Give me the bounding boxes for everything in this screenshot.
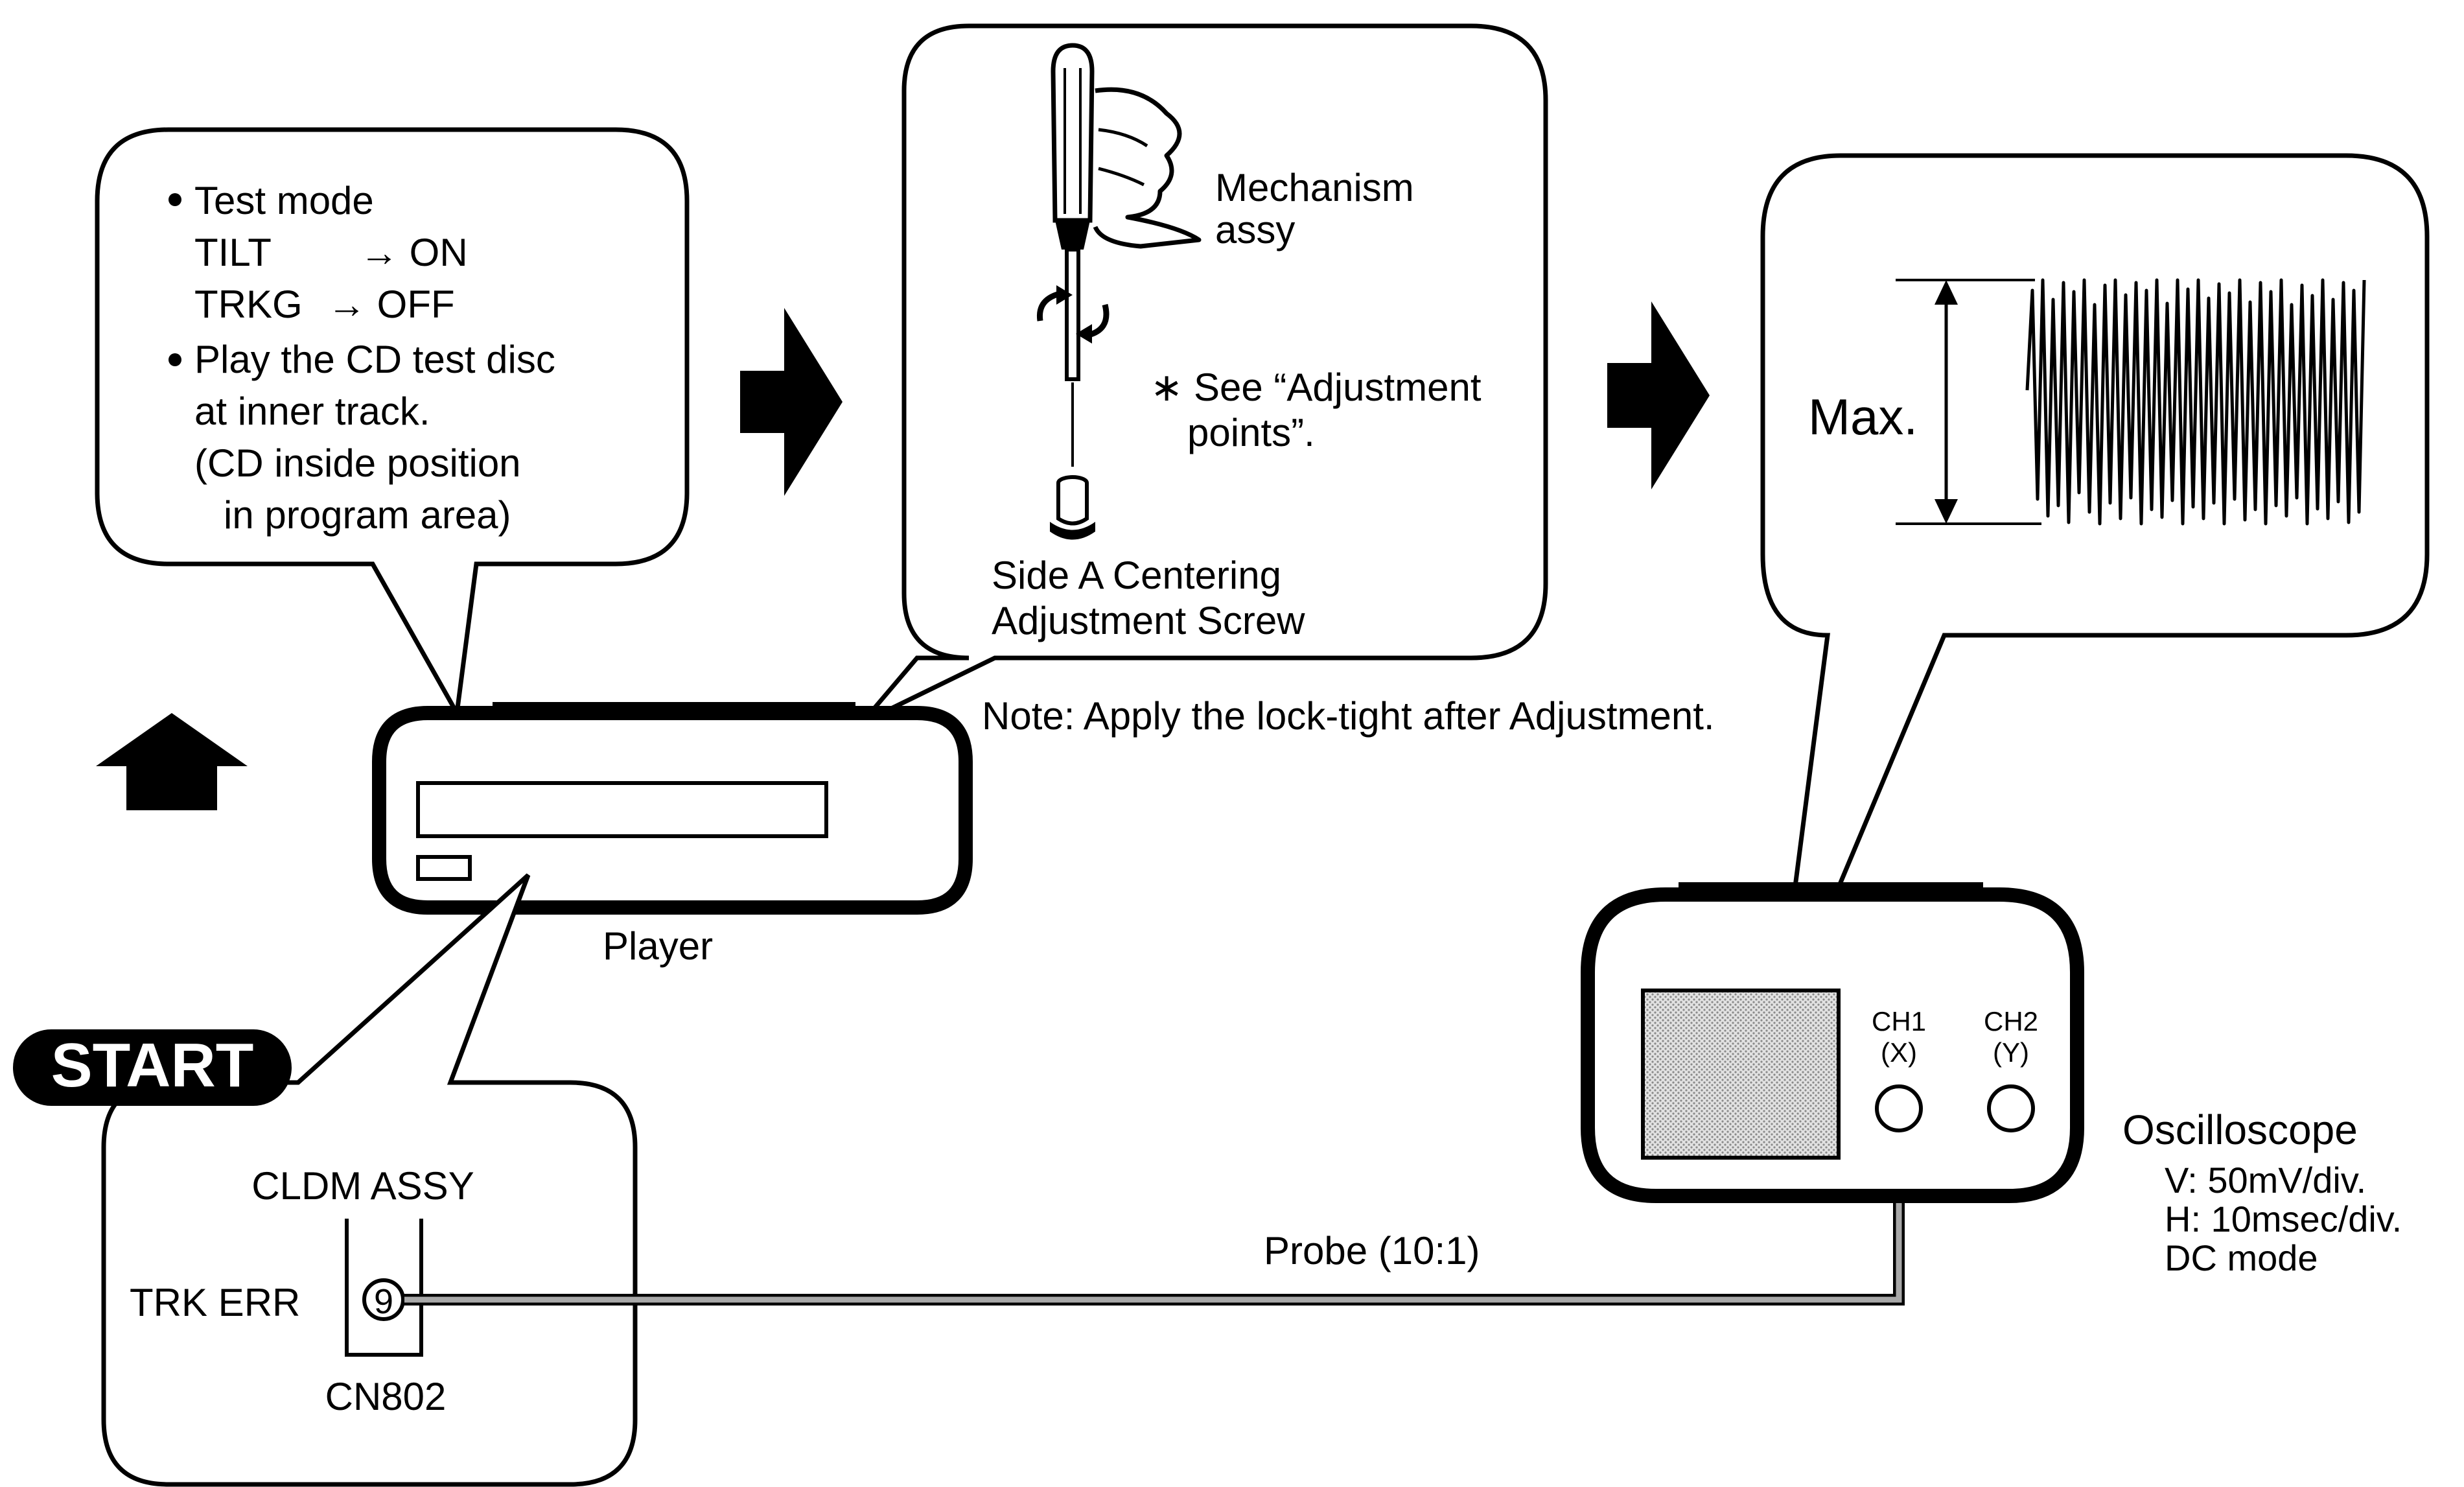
play-disc-line4: in program area) (224, 493, 511, 537)
right-arrow-icon (1607, 301, 1710, 489)
ch2-label-line1: CH2 (1984, 1006, 2038, 1036)
play-disc-line1: Play the CD test disc (194, 338, 555, 381)
trkg-value: → OFF (327, 283, 455, 326)
ch1-input-jack (1875, 1084, 1923, 1132)
play-disc-line3: (CD inside position (194, 441, 521, 485)
trk-err-label: TRK ERR (130, 1281, 300, 1324)
see-adjustment-line2: points”. (1187, 411, 1315, 454)
pin-number: 9 (374, 1282, 393, 1321)
mechanism-label-line2: assy (1215, 208, 1295, 252)
ch2-label-line2: (Y) (1993, 1037, 2029, 1068)
setting-time: H: 10msec/div. (2165, 1199, 2402, 1239)
oscilloscope: CH1 (X) CH2 (Y) (1581, 882, 2084, 1203)
start-badge: START (13, 1029, 292, 1106)
pin-9-icon (362, 1278, 405, 1321)
cldm-assy-label: CLDM ASSY (251, 1164, 474, 1208)
setting-voltage: V: 50mV/div. (2165, 1160, 2366, 1200)
screw-label-line1: Side A Centering (992, 554, 1281, 597)
setting-mode: DC mode (2165, 1237, 2318, 1278)
test-mode-bubble: Test mode TILT → ON TRKG → OFF Play the … (95, 127, 690, 720)
right-arrow-icon (740, 308, 843, 496)
up-arrow-icon (96, 713, 248, 810)
tilt-value: → ON (360, 231, 468, 274)
mechanism-bubble: Mechanism assy ∗ See “Adjustment points”… (860, 23, 1548, 725)
screwdriver-hand-icon (1036, 43, 1202, 540)
tilt-label: TILT (194, 231, 272, 274)
disc-slot (416, 781, 828, 838)
player-button (416, 855, 472, 881)
cn802-label: CN802 (325, 1375, 447, 1418)
start-badge-text: START (51, 1031, 254, 1100)
start-bubble: CLDM ASSY 9 TRK ERR CN802 (101, 873, 638, 1487)
oscilloscope-title: Oscilloscope (2122, 1106, 2358, 1153)
cd-player (372, 702, 973, 915)
ch2-input-jack (1987, 1084, 2035, 1132)
screw-label-line2: Adjustment Screw (992, 599, 1305, 642)
lock-tight-note: Note: Apply the lock-tight after Adjustm… (982, 694, 1715, 738)
player-label: Player (603, 924, 713, 968)
play-disc-line2: at inner track. (194, 390, 430, 433)
mechanism-label-line1: Mechanism (1215, 166, 1414, 209)
trkg-label: TRKG (194, 283, 303, 326)
ch1-label-line1: CH1 (1872, 1006, 1926, 1036)
test-mode-text: Test mode (194, 179, 374, 222)
see-adjustment-line1: ∗ See “Adjustment (1150, 366, 1482, 409)
max-label: Max. (1808, 388, 1918, 445)
ch1-label-line2: (X) (1881, 1037, 1917, 1068)
waveform-bubble: Max. (1760, 153, 2430, 1038)
tracking-error-waveform (2025, 278, 2366, 526)
oscilloscope-screen (1641, 989, 1841, 1160)
probe-label: Probe (10:1) (1264, 1229, 1480, 1272)
